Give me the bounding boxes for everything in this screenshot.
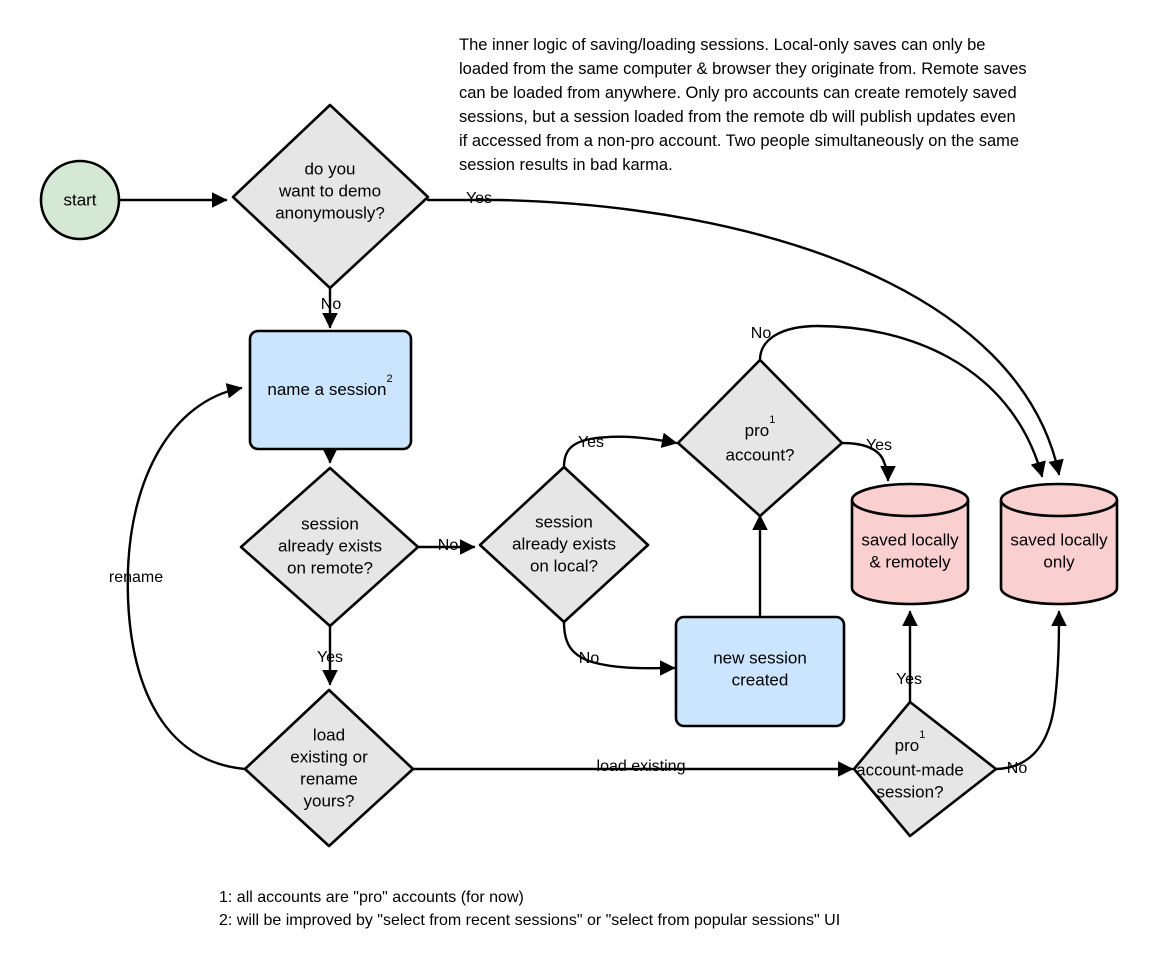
- node-pro-account-made-line1: pro1: [895, 729, 926, 756]
- edge-label-local-yes: Yes: [578, 434, 604, 451]
- node-demo-anonymously-line2: want to demo: [278, 181, 381, 200]
- description-line-2: loaded from the same computer & browser …: [459, 60, 1027, 78]
- description-line-5: if accessed from a non-pro account. Two …: [459, 132, 1019, 150]
- node-saved-local-only-line1: saved locally: [1010, 530, 1108, 549]
- node-name-a-session[interactable]: [248, 329, 413, 451]
- node-start-label: start: [63, 190, 96, 209]
- node-pro-account-made-line2: account-made: [856, 760, 964, 779]
- node-load-or-rename-line3: rename: [300, 769, 358, 788]
- description-line-1: The inner logic of saving/loading sessio…: [459, 36, 985, 54]
- node-demo-anonymously-line1: do you: [304, 159, 355, 178]
- node-load-or-rename[interactable]: [243, 688, 415, 848]
- node-saved-locally-and-remotely[interactable]: [850, 482, 970, 606]
- description-block: The inner logic of saving/loading sessio…: [459, 36, 1027, 174]
- node-demo-anonymously-line3: anonymously?: [275, 203, 385, 222]
- edge-label-pro-no: No: [751, 325, 772, 342]
- edge-local-yes-to-pro-account: [562, 432, 678, 469]
- edge-label-rename: rename: [109, 569, 163, 586]
- node-exists-on-remote-line2: already exists: [278, 536, 382, 555]
- node-saved-local-only-line2: only: [1043, 552, 1075, 571]
- edge-label-remote-yes: Yes: [317, 649, 343, 666]
- node-exists-on-local-line2: already exists: [512, 534, 616, 553]
- edge-label-made-yes: Yes: [896, 671, 922, 688]
- node-exists-on-local-line1: session: [535, 512, 593, 531]
- description-line-3: can be loaded from anywhere. Only pro ac…: [459, 84, 1017, 102]
- node-saved-both-line2: & remotely: [869, 552, 951, 571]
- edge-label-made-no: No: [1007, 760, 1028, 777]
- node-load-or-rename-line4: yours?: [303, 791, 354, 810]
- node-pro-account-made-line3: session?: [876, 782, 943, 801]
- footnote-1: 1: all accounts are "pro" accounts (for …: [219, 889, 524, 906]
- edge-local-no-to-new-session: [562, 620, 676, 676]
- node-start[interactable]: [39, 159, 121, 241]
- node-new-session-created-line1: new session: [713, 648, 807, 667]
- description-line-4: sessions, but a session loaded from the …: [459, 108, 1016, 126]
- node-pro-account-line1: pro1: [745, 414, 776, 441]
- node-demo-anonymously[interactable]: [231, 103, 430, 290]
- node-pro-account-line2: account?: [726, 445, 795, 464]
- edge-pro-yes-to-saved-both: [840, 441, 896, 482]
- edge-label-demo-yes: Yes: [466, 190, 492, 207]
- footnotes-block: 1: all accounts are "pro" accounts (for …: [219, 889, 840, 929]
- edge-label-pro-yes: Yes: [866, 437, 892, 454]
- edge-label-load-existing: load existing: [597, 758, 686, 775]
- description-line-6: session results in bad karma.: [459, 156, 673, 174]
- edge-demo-yes-to-local-only: [426, 198, 1064, 476]
- edge-label-remote-no: No: [438, 537, 459, 554]
- node-exists-on-remote[interactable]: [239, 466, 420, 628]
- edge-pro-no-to-local-only: [758, 324, 1046, 478]
- node-load-or-rename-line2: existing or: [290, 747, 368, 766]
- footnote-2: 2: will be improved by "select from rece…: [219, 912, 840, 929]
- node-exists-on-local-line3: on local?: [530, 556, 598, 575]
- edge-label-demo-no: No: [321, 296, 342, 313]
- edge-label-local-no: No: [579, 650, 600, 667]
- node-exists-on-remote-line3: on remote?: [287, 558, 373, 577]
- edge-rename-to-name-session: [126, 383, 247, 771]
- edge-made-no-to-local-only: [994, 610, 1067, 771]
- node-saved-locally-only[interactable]: [999, 482, 1119, 606]
- node-exists-on-remote-line1: session: [301, 514, 359, 533]
- node-load-or-rename-line1: load: [313, 725, 345, 744]
- node-saved-both-line1: saved locally: [861, 530, 959, 549]
- node-pro-account[interactable]: [676, 358, 844, 518]
- node-new-session-created[interactable]: [674, 615, 846, 728]
- node-exists-on-local[interactable]: [478, 465, 650, 624]
- node-new-session-created-line2: created: [732, 670, 789, 689]
- node-pro-account-made-session[interactable]: [852, 700, 998, 838]
- node-name-a-session-label: name a session2: [267, 373, 392, 400]
